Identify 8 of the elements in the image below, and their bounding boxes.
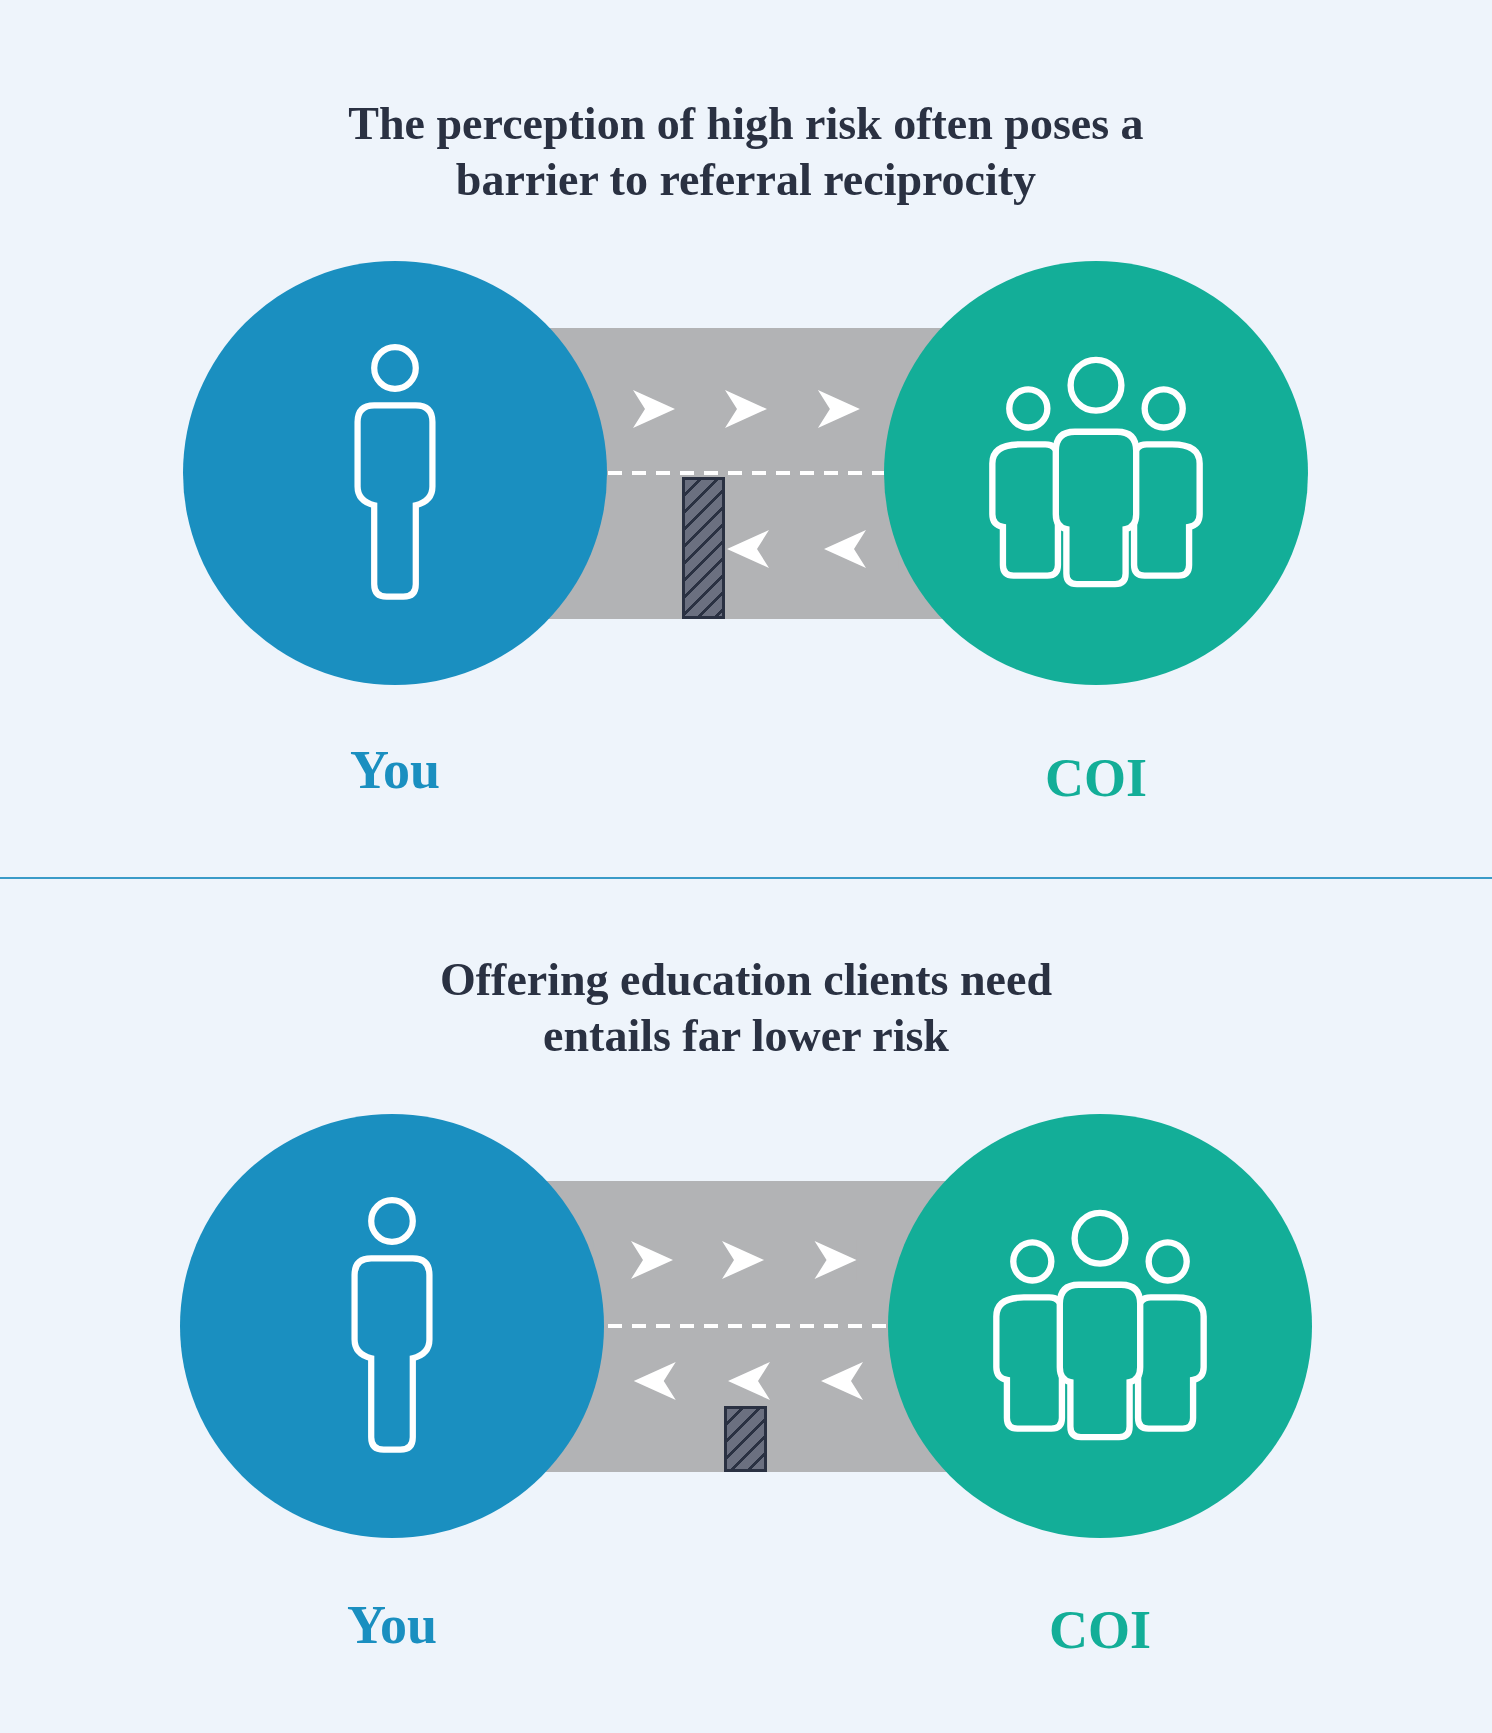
party-label: COI	[1044, 748, 1148, 808]
panel-heading: The perception of high risk often poses a barrier to referral reciprocity	[347, 97, 1145, 207]
barrier-block	[724, 1406, 767, 1472]
party-label: You	[348, 740, 441, 800]
party-label: You	[345, 1595, 438, 1655]
party-label: COI	[1048, 1600, 1152, 1660]
panel-heading: Offering education clients need entails far lower risk	[439, 953, 1053, 1063]
barrier-block	[682, 477, 725, 619]
